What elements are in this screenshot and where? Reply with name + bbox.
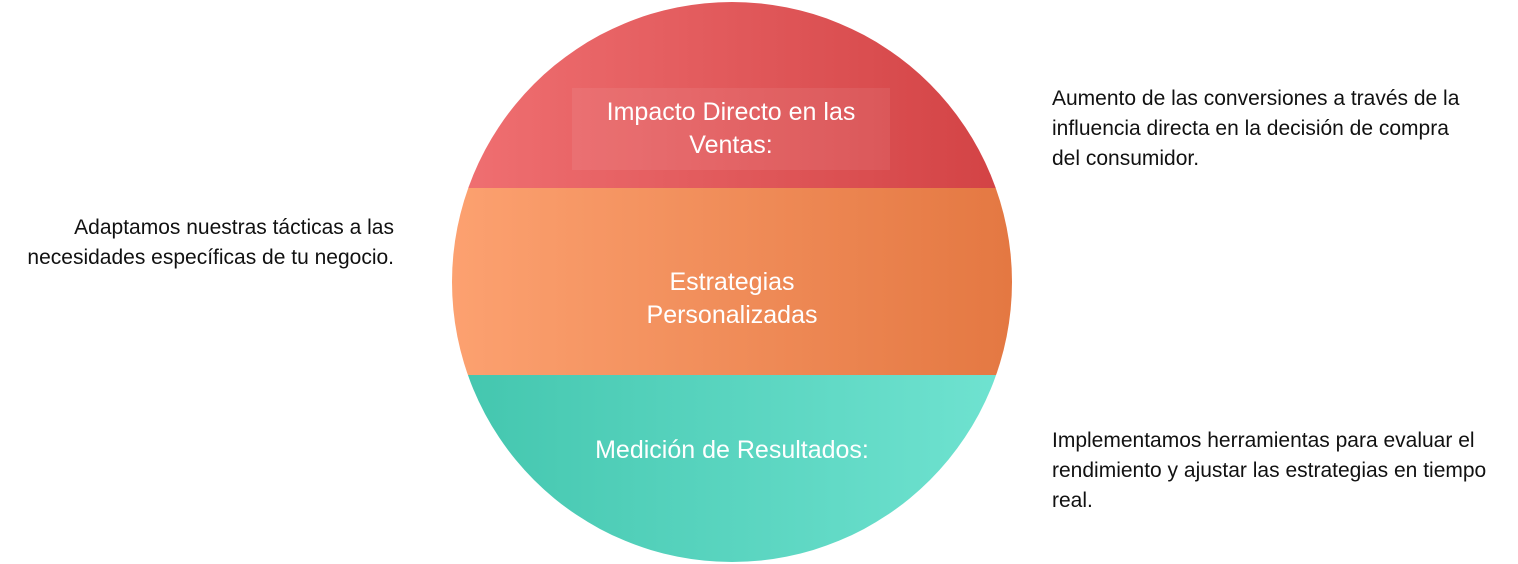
- segmented-circle: Impacto Directo en las Ventas: Estrategi…: [452, 2, 1012, 562]
- segment-title-results-measurement: Medición de Resultados:: [595, 436, 869, 464]
- description-custom-strategies: Adaptamos nuestras tácticas a las necesi…: [27, 216, 394, 269]
- segment-title-sales-impact: Impacto Directo en las Ventas:: [572, 88, 890, 170]
- segment-results-measurement: [452, 375, 1012, 562]
- segment-custom-strategies: [452, 188, 1012, 375]
- segment-title-custom-strategies: Estrategias Personalizadas: [646, 268, 818, 329]
- segment-sales-impact: [452, 2, 1012, 188]
- description-results-measurement: Implementamos herramientas para evaluar …: [1052, 429, 1487, 512]
- description-sales-impact: Aumento de las conversiones a través de …: [1052, 87, 1460, 170]
